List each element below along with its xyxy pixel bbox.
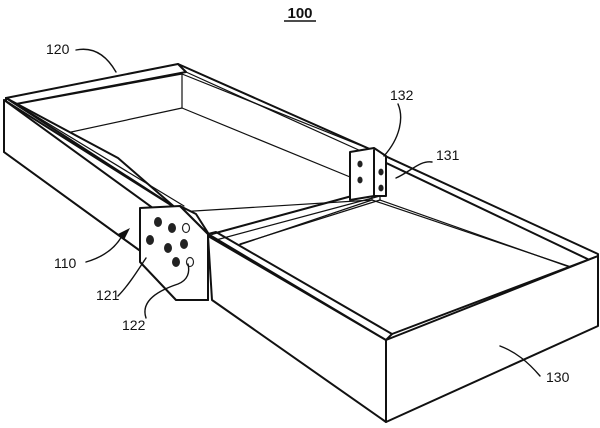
arrowhead-110 — [118, 228, 130, 240]
label-132: 132 — [390, 87, 414, 103]
leader-lines — [75, 48, 541, 377]
right-tray-end-face — [385, 255, 599, 423]
label-130: 130 — [546, 369, 570, 385]
label-120: 120 — [46, 41, 70, 57]
inner-hole — [378, 184, 384, 192]
leader-122 — [144, 263, 190, 319]
leader-120 — [75, 48, 117, 73]
figure-number: 100 — [284, 5, 316, 22]
figure-number-text: 100 — [287, 5, 312, 22]
hinge-hole — [180, 239, 188, 249]
label-122: 122 — [122, 317, 146, 333]
hinge-hole — [172, 257, 180, 267]
hinge-hole-open — [181, 222, 191, 234]
label-110: 110 — [54, 255, 77, 271]
hinge-hole — [164, 243, 172, 253]
hinge-plate-121 — [139, 205, 211, 301]
label-131: 131 — [436, 147, 460, 163]
hinge-hole — [168, 223, 176, 233]
inner-hole — [378, 168, 384, 176]
inner-plate-131 — [349, 147, 387, 201]
label-121: 121 — [96, 287, 120, 303]
hinge-hole — [146, 235, 154, 245]
inner-hole — [357, 160, 363, 168]
leader-131 — [395, 161, 433, 179]
leader-121 — [117, 257, 147, 297]
right-tray — [207, 149, 599, 423]
hinge-hole — [154, 217, 162, 227]
leader-110 — [85, 235, 123, 263]
leader-132 — [383, 103, 402, 157]
leader-130 — [499, 345, 541, 377]
inner-hole — [357, 176, 363, 184]
